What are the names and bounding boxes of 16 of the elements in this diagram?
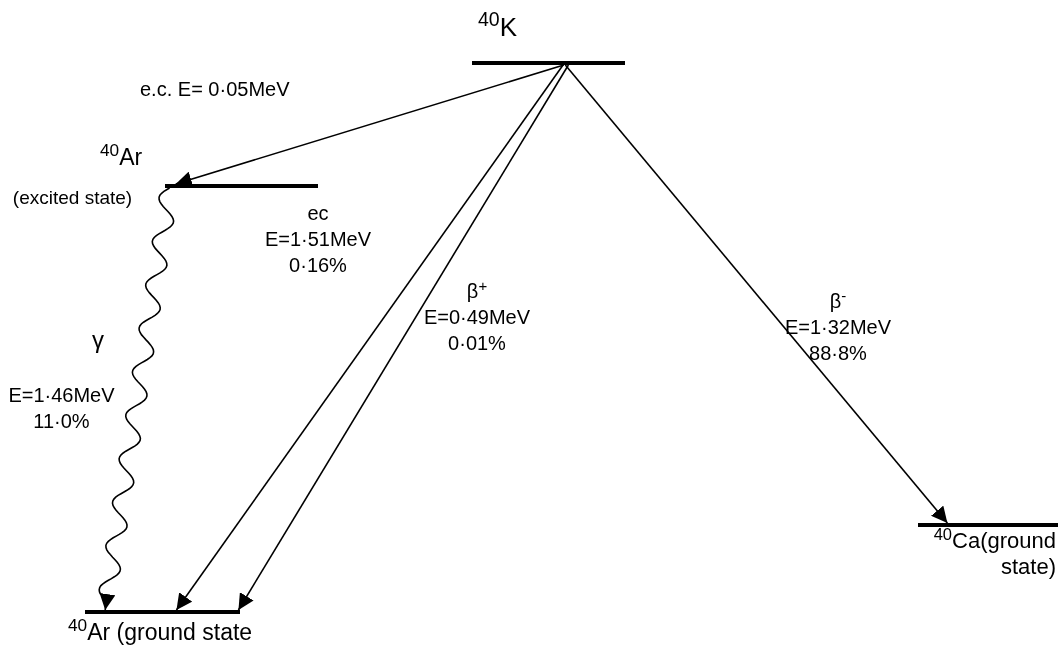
edge-label: β$^{+}$ E=0·49MeV 0·01% <box>422 278 532 356</box>
edge-label: E=1·46MeV 11·0% <box>7 383 116 434</box>
arrow <box>174 64 565 187</box>
level-label: $^{40}$Ar (ground state <box>68 615 253 647</box>
edge-label: e.c. E= 0·05MeV <box>140 77 291 102</box>
level-label: $^{40}$Ca(ground state) <box>932 528 1056 580</box>
arrow <box>564 64 949 524</box>
gamma-symbol: γ <box>92 325 104 355</box>
wavy-arrow <box>98 187 175 611</box>
edge-label: β$^{-}$ E=1·32MeV 88·8% <box>784 288 892 366</box>
level-label: (excited state) <box>11 186 134 210</box>
arrow <box>237 64 570 611</box>
level-label: $^{40}$K <box>478 8 518 44</box>
edge-label: ec E=1·51MeV 0·16% <box>263 201 373 278</box>
arrow <box>175 64 564 611</box>
level-label: $^{40}$Ar <box>100 140 143 172</box>
